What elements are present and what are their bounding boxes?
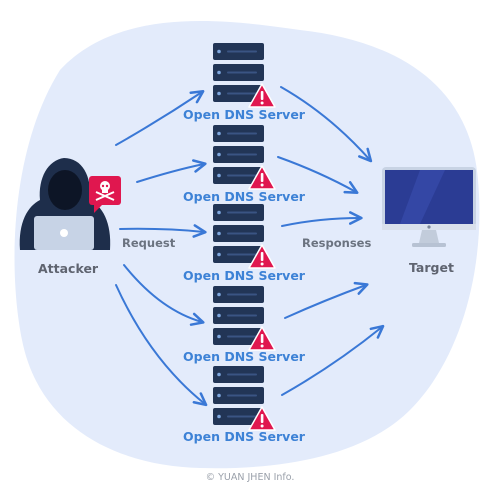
background-blob: [14, 21, 480, 469]
request-arrows: [115, 89, 208, 407]
server-rack-icon: [213, 43, 264, 102]
request-arrow-5: [115, 284, 208, 407]
response-arrow-3: [281, 211, 363, 227]
server-rack-icon: [213, 366, 264, 425]
server-label: Open DNS Server: [183, 107, 305, 122]
server-rack-icon: [213, 125, 264, 184]
server-rack-icon: [213, 286, 264, 345]
attacker-label: Attacker: [38, 261, 99, 276]
hooded-hacker-icon: [19, 158, 111, 250]
server-label: Open DNS Server: [183, 268, 305, 283]
request-label: Request: [122, 236, 176, 250]
copyright-credit: © YUAN JHEN Info.: [205, 472, 295, 483]
server-stack-icons: [213, 43, 264, 425]
warning-triangle-icon: [248, 165, 276, 190]
response-arrow-5: [281, 324, 385, 396]
request-arrow-1: [115, 89, 205, 146]
skull-crossbones-icon: [89, 176, 121, 213]
response-arrow-2: [277, 156, 359, 194]
warning-triangle-icon: [248, 244, 276, 269]
warning-triangle-icon: [248, 326, 276, 351]
target-label: Target: [409, 260, 454, 275]
request-arrow-4: [123, 264, 205, 326]
response-arrow-4: [284, 281, 369, 319]
desktop-monitor-icon: [382, 167, 476, 247]
response-arrows: [277, 86, 385, 396]
server-label: Open DNS Server: [183, 429, 305, 444]
warning-triangle-icon: [248, 83, 276, 108]
request-arrow-3: [119, 224, 207, 238]
server-label: Open DNS Server: [183, 349, 305, 364]
warning-badges: [248, 83, 276, 431]
request-arrow-2: [136, 159, 207, 183]
responses-label: Responses: [302, 236, 372, 250]
warning-triangle-icon: [248, 406, 276, 431]
server-label: Open DNS Server: [183, 189, 305, 204]
server-rack-icon: [213, 204, 264, 263]
response-arrow-1: [280, 86, 373, 163]
